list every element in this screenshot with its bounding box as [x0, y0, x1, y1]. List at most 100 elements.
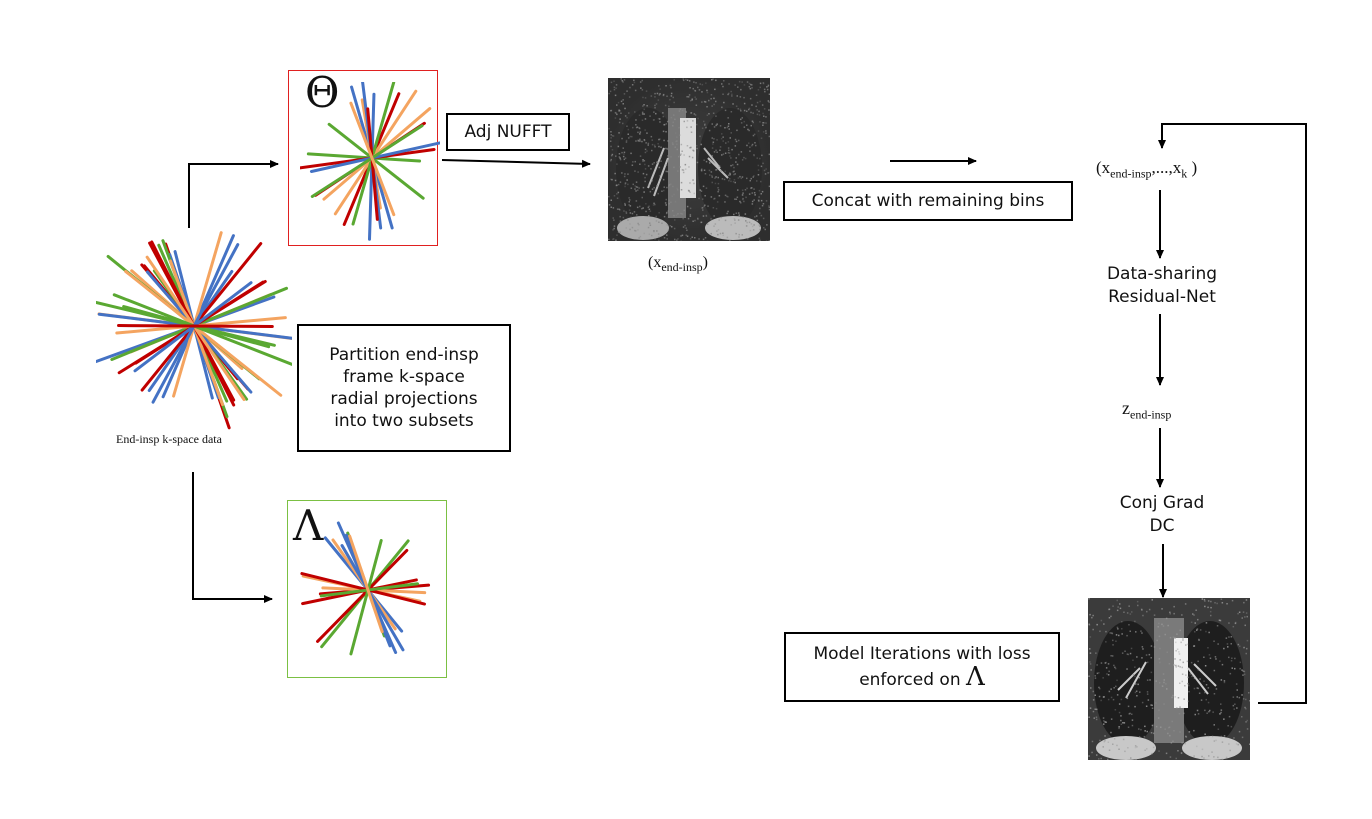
noise-speckle [682, 217, 684, 220]
noise-speckle [1146, 679, 1149, 681]
noise-speckle [610, 131, 612, 133]
radial-spoke [333, 89, 418, 216]
noise-speckle [746, 110, 748, 112]
noise-speckle [735, 105, 738, 107]
noise-speckle [619, 209, 621, 211]
noise-speckle [1112, 644, 1114, 646]
noise-speckle [1246, 728, 1249, 730]
noise-speckle [751, 84, 753, 86]
noise-speckle [638, 237, 640, 239]
noise-speckle [1172, 740, 1174, 742]
noise-speckle [1110, 615, 1112, 618]
noise-speckle [721, 154, 723, 156]
noise-speckle [632, 126, 634, 129]
noise-speckle [1174, 696, 1176, 698]
noise-speckle [714, 182, 717, 185]
partition-box: Partition end-insp frame k-space radial … [297, 324, 511, 452]
noise-speckle [658, 221, 660, 223]
noise-speckle [657, 161, 659, 164]
noise-speckle [637, 189, 639, 191]
noise-speckle [701, 198, 704, 200]
noise-speckle [653, 162, 655, 164]
noise-speckle [692, 87, 694, 90]
noise-speckle [1094, 675, 1096, 677]
noise-speckle [628, 204, 630, 206]
residual-net-label: Data-sharing Residual-Net [1106, 264, 1218, 307]
noise-speckle [762, 112, 764, 115]
noise-speckle [761, 204, 764, 207]
noise-speckle [653, 119, 655, 121]
noise-speckle [1153, 646, 1156, 648]
noise-speckle [1107, 663, 1110, 665]
noise-speckle [741, 234, 743, 236]
noise-speckle [1235, 683, 1238, 685]
noise-speckle [1230, 660, 1233, 662]
noise-speckle [710, 218, 712, 220]
noise-speckle [1208, 631, 1210, 634]
noise-speckle [706, 91, 709, 94]
noise-speckle [666, 148, 669, 150]
noise-speckle [1226, 643, 1229, 645]
noise-speckle [613, 195, 616, 197]
noise-speckle [730, 164, 732, 167]
noise-speckle [755, 215, 758, 217]
noise-speckle [1210, 614, 1212, 617]
noise-speckle [612, 135, 615, 137]
noise-speckle [765, 132, 767, 134]
noise-speckle [1238, 611, 1241, 613]
noise-speckle [734, 198, 736, 200]
noise-speckle [729, 240, 731, 241]
noise-speckle [729, 137, 731, 139]
noise-speckle [756, 180, 758, 182]
noise-speckle [632, 161, 634, 163]
noise-speckle [1108, 608, 1111, 610]
noise-speckle [635, 140, 637, 142]
noise-speckle [734, 219, 736, 221]
noise-speckle [1104, 735, 1106, 737]
noise-speckle [614, 111, 617, 114]
noise-speckle [631, 226, 634, 229]
noise-speckle [696, 147, 698, 150]
noise-speckle [732, 103, 734, 105]
noise-speckle [1184, 742, 1186, 745]
noise-speckle [691, 156, 694, 159]
noise-speckle [728, 179, 730, 182]
noise-speckle [1169, 611, 1171, 614]
noise-speckle [716, 168, 718, 171]
noise-speckle [767, 85, 769, 87]
noise-speckle [722, 140, 724, 142]
noise-speckle [1204, 691, 1206, 694]
noise-speckle [678, 155, 680, 158]
noise-speckle [669, 225, 672, 227]
noise-speckle [1214, 656, 1217, 658]
noise-speckle [670, 201, 672, 203]
noise-speckle [705, 187, 708, 189]
noise-speckle [1116, 609, 1119, 612]
noise-speckle [1139, 691, 1141, 693]
noise-speckle [728, 83, 730, 85]
noise-speckle [702, 238, 705, 241]
noise-speckle [642, 172, 645, 175]
noise-speckle [655, 103, 658, 105]
noise-speckle [1188, 684, 1190, 687]
noise-speckle [722, 93, 724, 95]
noise-speckle [1234, 621, 1237, 624]
noise-speckle [1126, 634, 1128, 637]
noise-speckle [741, 159, 744, 161]
noise-speckle [659, 177, 662, 180]
noise-speckle [1141, 701, 1144, 704]
noise-speckle [1172, 694, 1174, 697]
noise-speckle [621, 137, 623, 140]
noise-speckle [1115, 634, 1118, 636]
noise-speckle [686, 79, 689, 81]
noise-speckle [728, 128, 730, 130]
noise-speckle [728, 123, 730, 125]
noise-speckle [1207, 647, 1209, 649]
noise-speckle [637, 139, 639, 141]
noise-speckle [641, 89, 644, 91]
noise-speckle [665, 204, 667, 206]
noise-speckle [1227, 725, 1229, 727]
noise-speckle [711, 181, 713, 184]
noise-speckle [1210, 600, 1212, 603]
noise-speckle [1239, 661, 1242, 664]
